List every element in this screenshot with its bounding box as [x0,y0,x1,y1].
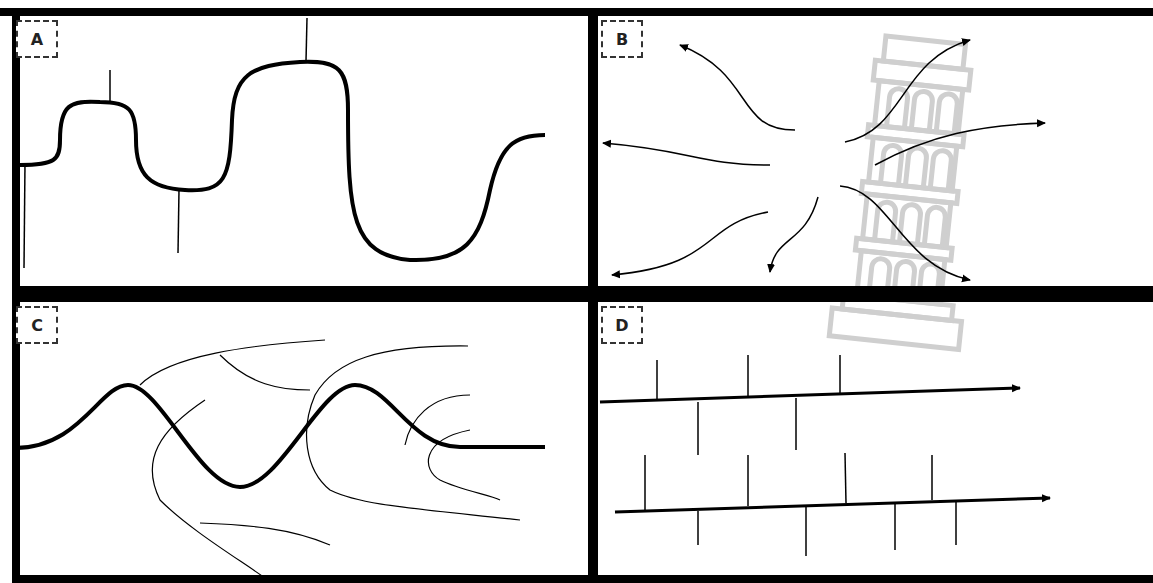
tower-watermark [829,34,990,350]
panel-label-box: C [16,306,58,344]
panel-letter: D [615,316,628,335]
fold-with-cleavage [15,340,545,578]
panel-letter: B [616,30,628,49]
panel-letter: A [31,30,43,49]
lineation-arrows [600,355,1050,556]
meander-fold [20,18,545,268]
panel-letter: C [31,316,43,335]
panel-label-box: A [16,20,58,58]
panel-label-box: B [601,20,643,58]
panel-label-box: D [601,306,643,344]
panel-frames [0,8,1153,583]
radiating-arrows [603,40,1045,280]
